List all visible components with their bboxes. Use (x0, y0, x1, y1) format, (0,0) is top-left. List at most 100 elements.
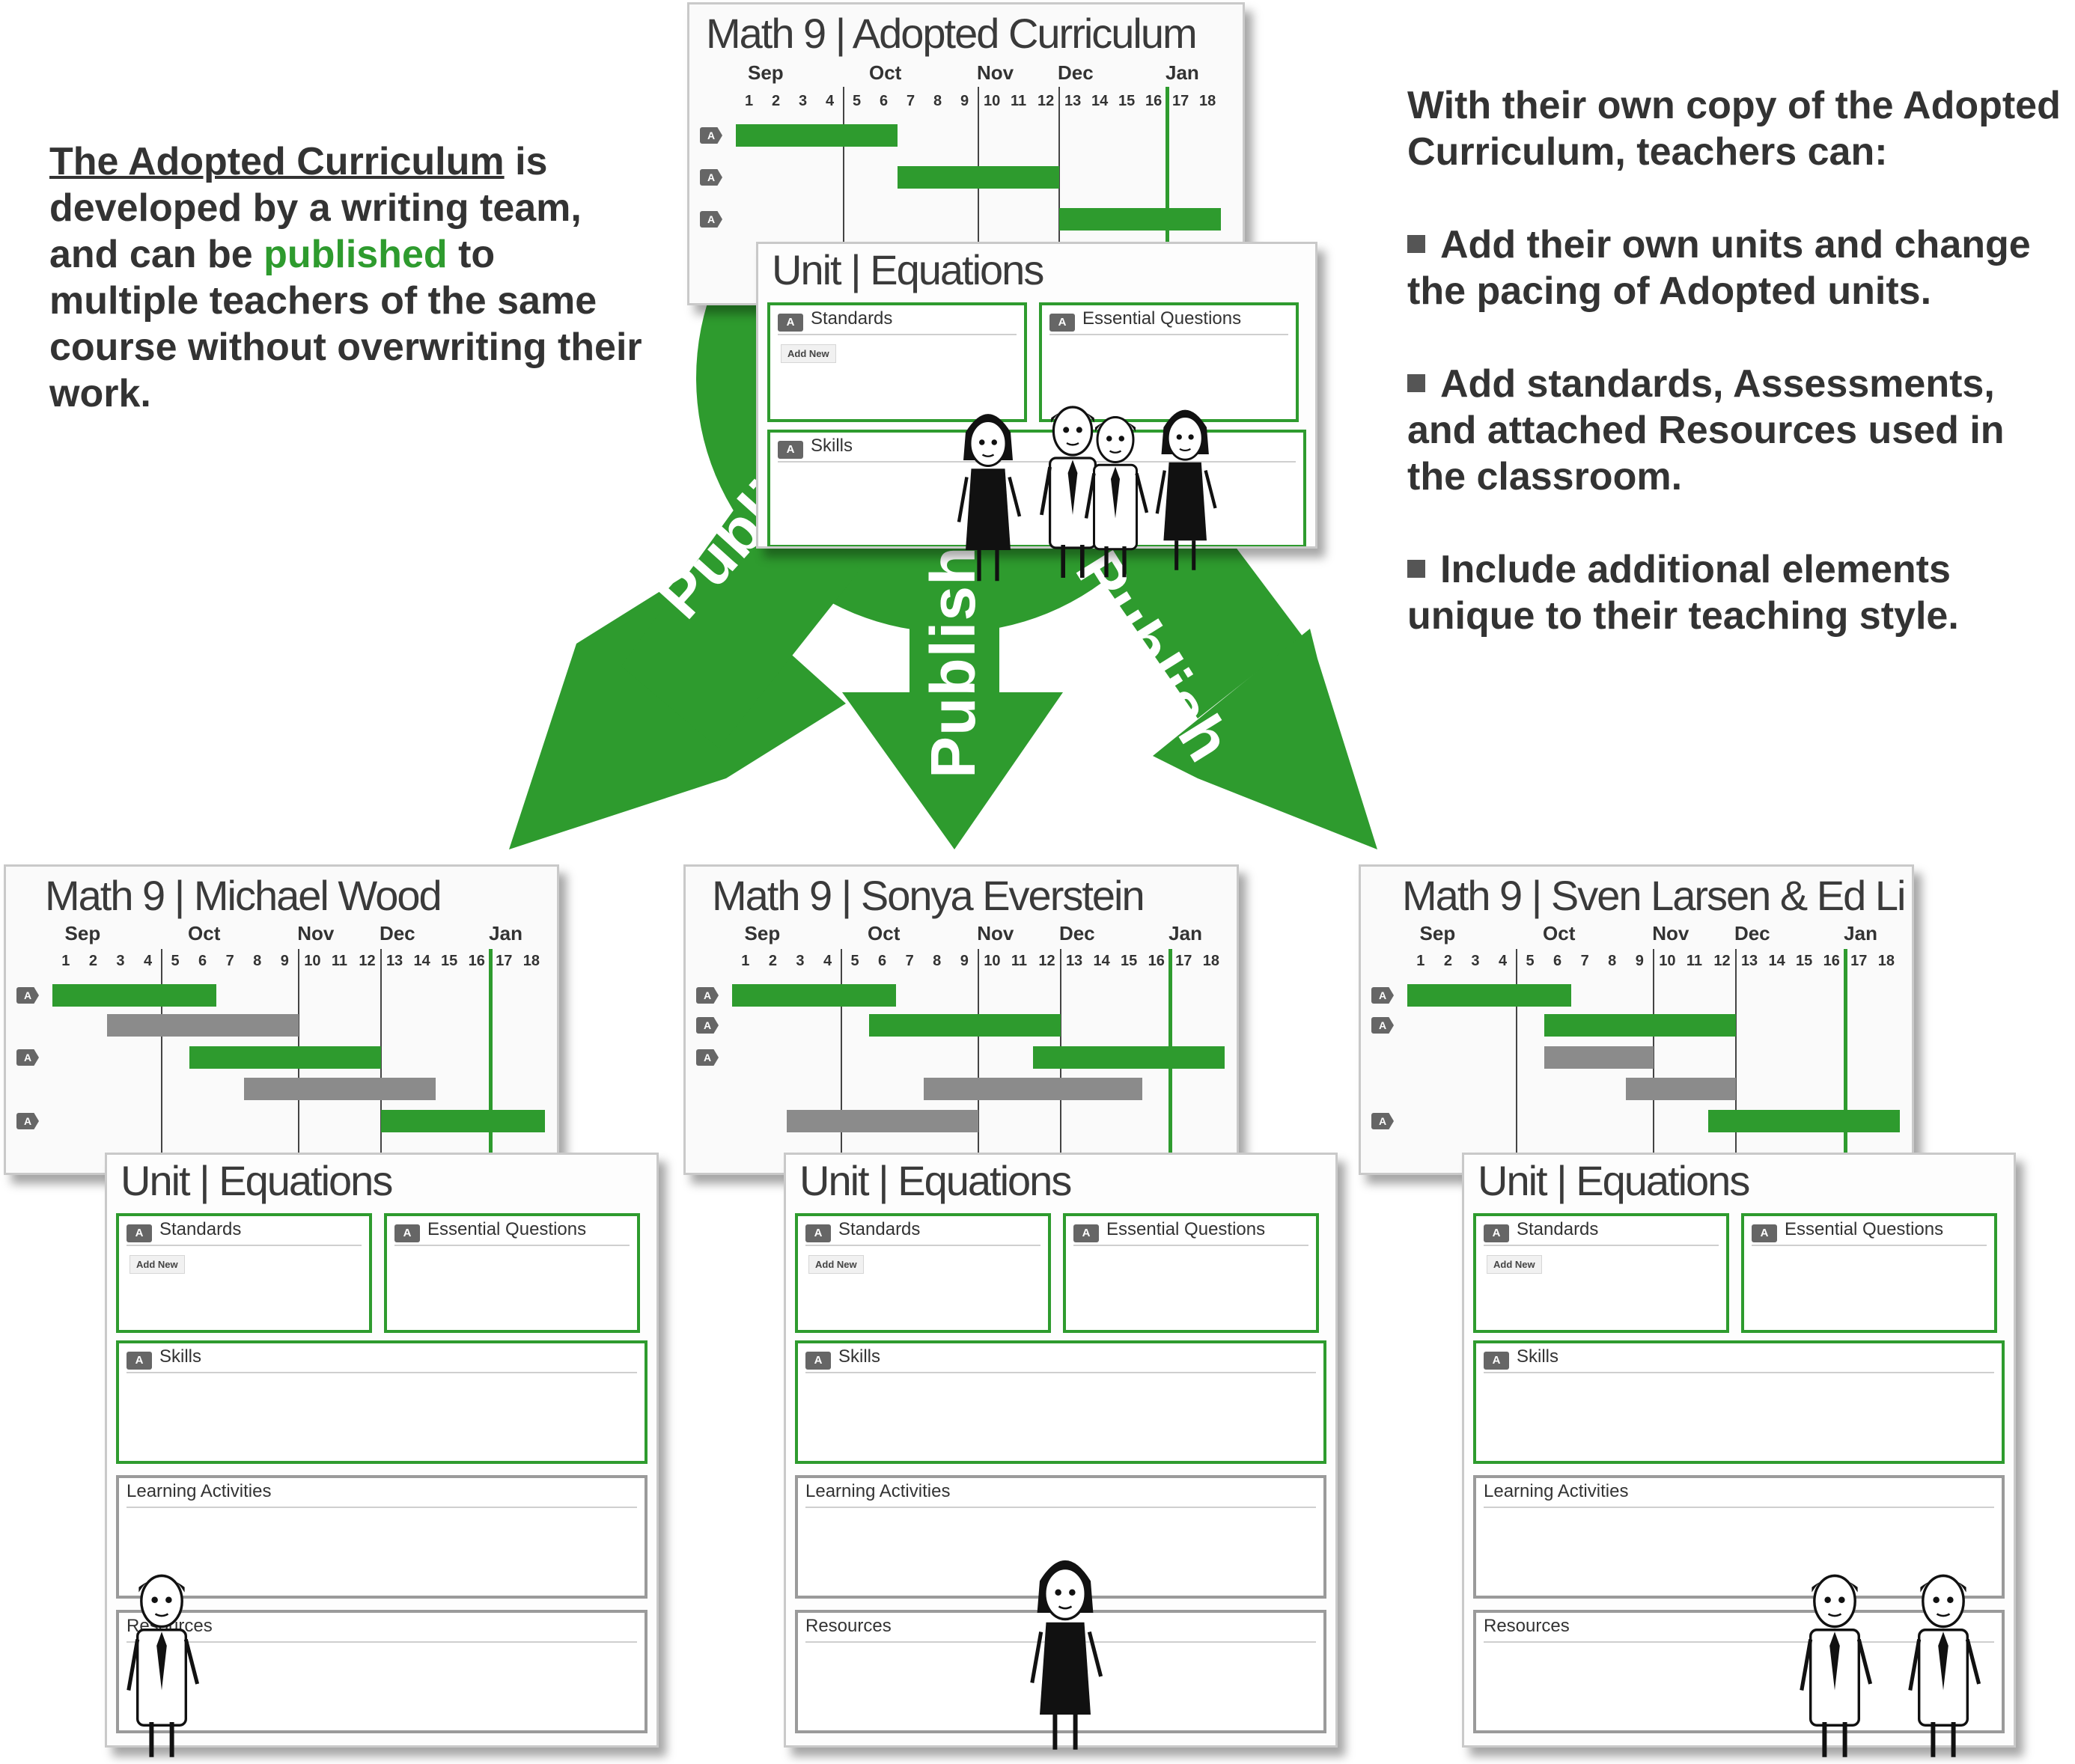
unit-bar[interactable] (243, 1078, 436, 1100)
unit-bar[interactable] (923, 1078, 1143, 1100)
standards-label: Standards (159, 1219, 242, 1239)
month-label: Oct (1543, 922, 1576, 944)
adopted-badge: A (394, 1224, 420, 1242)
add-new-button[interactable]: Add New (1487, 1255, 1542, 1274)
week-number: 6 (1553, 953, 1562, 969)
unit-bar[interactable] (1033, 1046, 1225, 1069)
month-label: Nov (977, 61, 1014, 84)
add-new-button[interactable]: Add New (808, 1255, 864, 1274)
unit-bar[interactable] (787, 1110, 978, 1132)
week-number: 14 (413, 953, 430, 969)
unit-bar[interactable] (732, 984, 897, 1007)
month-label: Jan (1844, 922, 1877, 944)
unit-bar[interactable] (736, 124, 898, 147)
essential_questions-header: A Essential Questions (1073, 1219, 1308, 1246)
week-number: 9 (1635, 953, 1644, 969)
unit-bar[interactable] (1626, 1078, 1736, 1100)
week-number: 16 (1145, 93, 1163, 109)
week-number: 7 (225, 953, 234, 969)
publish-arrow-right (1153, 629, 1377, 849)
add-new-button[interactable]: Add New (781, 344, 836, 363)
adopted-badge: A (1371, 1113, 1394, 1129)
learning_activities-panel[interactable]: Learning Activities (116, 1475, 648, 1599)
week-number: 18 (1199, 93, 1216, 109)
learning_activities-header: Learning Activities (805, 1481, 1316, 1508)
add-new-button[interactable]: Add New (130, 1255, 185, 1274)
published-highlight: published (263, 233, 448, 276)
week-number: 15 (441, 953, 458, 969)
week-number: 9 (280, 953, 289, 969)
month-label: Dec (1058, 61, 1094, 84)
week-number: 13 (1065, 953, 1083, 969)
capabilities-intro: With their own copy of the Adopted Curri… (1407, 84, 2061, 174)
month-label: Nov (297, 922, 335, 944)
week-number: 12 (1038, 953, 1055, 969)
week-number: 8 (933, 953, 942, 969)
unit-bar[interactable] (868, 1014, 1061, 1037)
unit-bar[interactable] (1544, 1014, 1736, 1037)
unit-bar[interactable] (380, 1110, 545, 1132)
square-bullet-icon (1407, 560, 1425, 578)
week-number: 12 (359, 953, 376, 969)
learning_activities-label: Learning Activities (127, 1481, 272, 1501)
unit-bar[interactable] (1407, 984, 1572, 1007)
learning_activities-header: Learning Activities (127, 1481, 637, 1508)
unit-bar[interactable] (189, 1046, 381, 1069)
month-label: Nov (1652, 922, 1689, 944)
week-number: 2 (772, 93, 781, 109)
month-divider (841, 949, 843, 1173)
week-number: 18 (1202, 953, 1219, 969)
skills-label: Skills (811, 436, 853, 456)
month-divider (161, 949, 163, 1173)
week-number: 1 (61, 953, 70, 969)
adopted-badge: A (1073, 1224, 1099, 1242)
month-label: Oct (868, 922, 901, 944)
current-week-marker (1166, 87, 1169, 303)
month-divider (1058, 87, 1060, 303)
unit-bar[interactable] (1544, 1046, 1654, 1069)
skills-label: Skills (1517, 1346, 1559, 1367)
essential_questions-label: Essential Questions (1106, 1219, 1266, 1239)
current-week-marker (1843, 949, 1847, 1173)
week-number: 3 (796, 953, 805, 969)
adopted-badge: A (1371, 987, 1394, 1004)
week-number: 5 (850, 953, 859, 969)
week-number: 2 (768, 953, 777, 969)
unit-bar[interactable] (898, 166, 1059, 189)
square-bullet-icon (1407, 374, 1425, 392)
learning_activities-panel[interactable]: Learning Activities (1473, 1475, 2005, 1599)
week-number: 8 (1608, 953, 1617, 969)
week-number: 11 (331, 953, 347, 969)
resources-panel[interactable]: Resources (1473, 1610, 2005, 1733)
essential_questions-panel[interactable]: A Essential Questions (1063, 1213, 1319, 1333)
current-week-marker (488, 949, 493, 1173)
unit-bar[interactable] (52, 984, 217, 1007)
teacher-capabilities: With their own copy of the Adopted Curri… (1407, 82, 2066, 686)
unit-bar[interactable] (107, 1014, 299, 1037)
week-number: 16 (468, 953, 485, 969)
unit-bar[interactable] (1059, 208, 1221, 231)
week-number: 2 (88, 953, 97, 969)
resources-header: Resources (1484, 1616, 1994, 1643)
unit-bar[interactable] (1708, 1110, 1900, 1132)
week-number: 3 (116, 953, 125, 969)
skills-label: Skills (838, 1346, 881, 1367)
month-divider (1734, 949, 1737, 1173)
month-label: Jan (1168, 922, 1202, 944)
